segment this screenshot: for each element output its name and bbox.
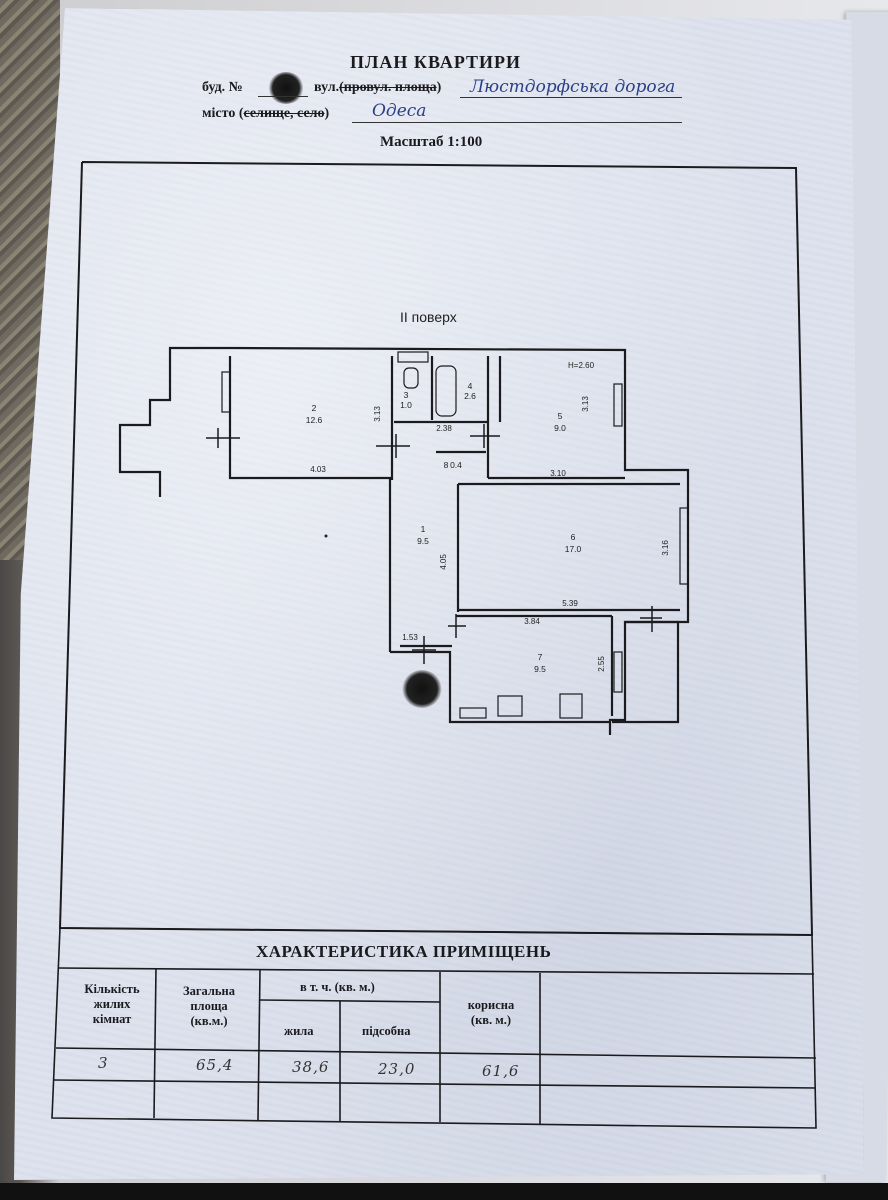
dim-room2-width: 4.03 [310, 465, 326, 474]
col-useful-header: корисна (кв. м.) [456, 998, 526, 1028]
room-7-number: 7 [538, 652, 543, 662]
toilet [403, 367, 419, 389]
street-label-struck: (провул. площа [339, 80, 437, 95]
col-useful-header-line2: (кв. м.) [470, 1013, 512, 1027]
redacted-building-number [268, 72, 304, 104]
dim-room7-height: 2.55 [597, 656, 606, 672]
city-value: Одеса [372, 101, 427, 121]
outer-wall-bottom [390, 650, 610, 724]
col-rooms-header-line3: кімнат [92, 1012, 132, 1026]
bathtub [435, 365, 457, 417]
table-caption: ХАРАКТЕРИСТИКА ПРИМІЩЕНЬ [256, 942, 552, 961]
room-3-number: 3 [404, 390, 409, 400]
value-useful-area: 61,6 [482, 1062, 520, 1080]
room-8-number: 8 [444, 460, 449, 470]
dim-room6-height: 3.16 [661, 540, 670, 556]
room-1-number: 1 [421, 524, 426, 534]
vent-grille [397, 351, 429, 363]
window-room2 [221, 371, 231, 413]
value-auxiliary-area: 23,0 [378, 1060, 416, 1078]
page-title: ПЛАН КВАРТИРИ [350, 52, 522, 72]
table-frame [51, 927, 817, 1129]
building-prefix: буд. № [202, 80, 243, 95]
col-total-header-line1: Загальна [183, 984, 235, 998]
window-room6 [679, 507, 689, 585]
outer-wall-right [229, 346, 690, 735]
street-underline [460, 97, 682, 98]
table-header-line [55, 1047, 817, 1059]
col-total-header-line3: (кв.м.) [190, 1014, 228, 1028]
dim-room5-width: 3.10 [550, 469, 566, 478]
col-auxiliary-header: підсобна [362, 1024, 411, 1038]
dim-hall-length: 4.05 [439, 554, 448, 570]
stove [559, 693, 583, 719]
city-label-close: ) [324, 106, 330, 121]
table-value-line [53, 1079, 817, 1089]
window-room5 [613, 383, 623, 427]
col-rooms-header: Кількість жилих кімнат [70, 982, 154, 1027]
street-label-close: ) [436, 80, 442, 95]
value-total-area: 65,4 [196, 1056, 234, 1074]
col-including-header: в т. ч. (кв. м.) [300, 980, 375, 994]
col-total-header: Загальна площа (кв.м.) [164, 984, 254, 1029]
building-underline [258, 96, 308, 97]
col-rooms-header-line1: Кількість [84, 982, 140, 996]
balcony-left-wall [118, 346, 230, 497]
room-6-number: 6 [571, 532, 576, 542]
street-label-a: вул. [314, 80, 340, 95]
room-2-area: 12.6 [306, 415, 323, 425]
sink [497, 695, 523, 717]
room6-mark [324, 534, 328, 538]
room-2-number: 2 [312, 403, 317, 413]
dim-room7-width: 3.84 [524, 617, 540, 626]
plan-frame [58, 161, 814, 937]
city-label-a: місто ( [202, 106, 244, 121]
col-rooms-header-line2: жилих [93, 997, 131, 1011]
col-useful-header-line1: корисна [467, 998, 515, 1012]
room-5-number: 5 [558, 411, 563, 421]
city-label-struck: селище, село [243, 106, 325, 121]
dim-room5-height: 3.13 [581, 396, 590, 412]
room-8-area: 0.4 [450, 460, 462, 470]
dim-bath-width: 2.38 [436, 424, 452, 433]
outer-wall-left [228, 356, 392, 652]
value-rooms: 3 [98, 1054, 109, 1072]
window-room7 [613, 651, 623, 693]
bottom-bar [0, 1183, 888, 1200]
room-4-area: 2.6 [464, 391, 476, 401]
col-total-header-line2: площа [190, 999, 228, 1013]
room-5-area: 9.0 [554, 423, 566, 433]
room-7-area: 9.5 [534, 664, 546, 674]
room-3-area: 1.0 [400, 400, 412, 410]
floor-label: II поверх [400, 309, 457, 325]
dim-room6-width: 5.39 [562, 599, 578, 608]
radiator [459, 707, 487, 719]
table-caption-line [57, 967, 815, 975]
room-4-number: 4 [468, 381, 473, 391]
room-6-area: 17.0 [565, 544, 582, 554]
city-underline [352, 122, 682, 123]
city-label: місто (селище, село) [202, 106, 329, 122]
col-living-header: жила [284, 1024, 314, 1038]
scale-label: Масштаб 1:100 [380, 134, 483, 150]
ceiling-height: H=2.60 [568, 361, 595, 370]
street-label: вул.(провул. площа) [314, 80, 441, 96]
value-living-area: 38,6 [292, 1058, 330, 1076]
street-value: Люстдорфська дорога [470, 77, 676, 97]
dim-room2-height: 3.13 [373, 406, 382, 422]
ink-smudge [402, 670, 442, 708]
room-1-area: 9.5 [417, 536, 429, 546]
dim-hall-width: 1.53 [402, 633, 418, 642]
building-label: буд. № [202, 80, 243, 96]
